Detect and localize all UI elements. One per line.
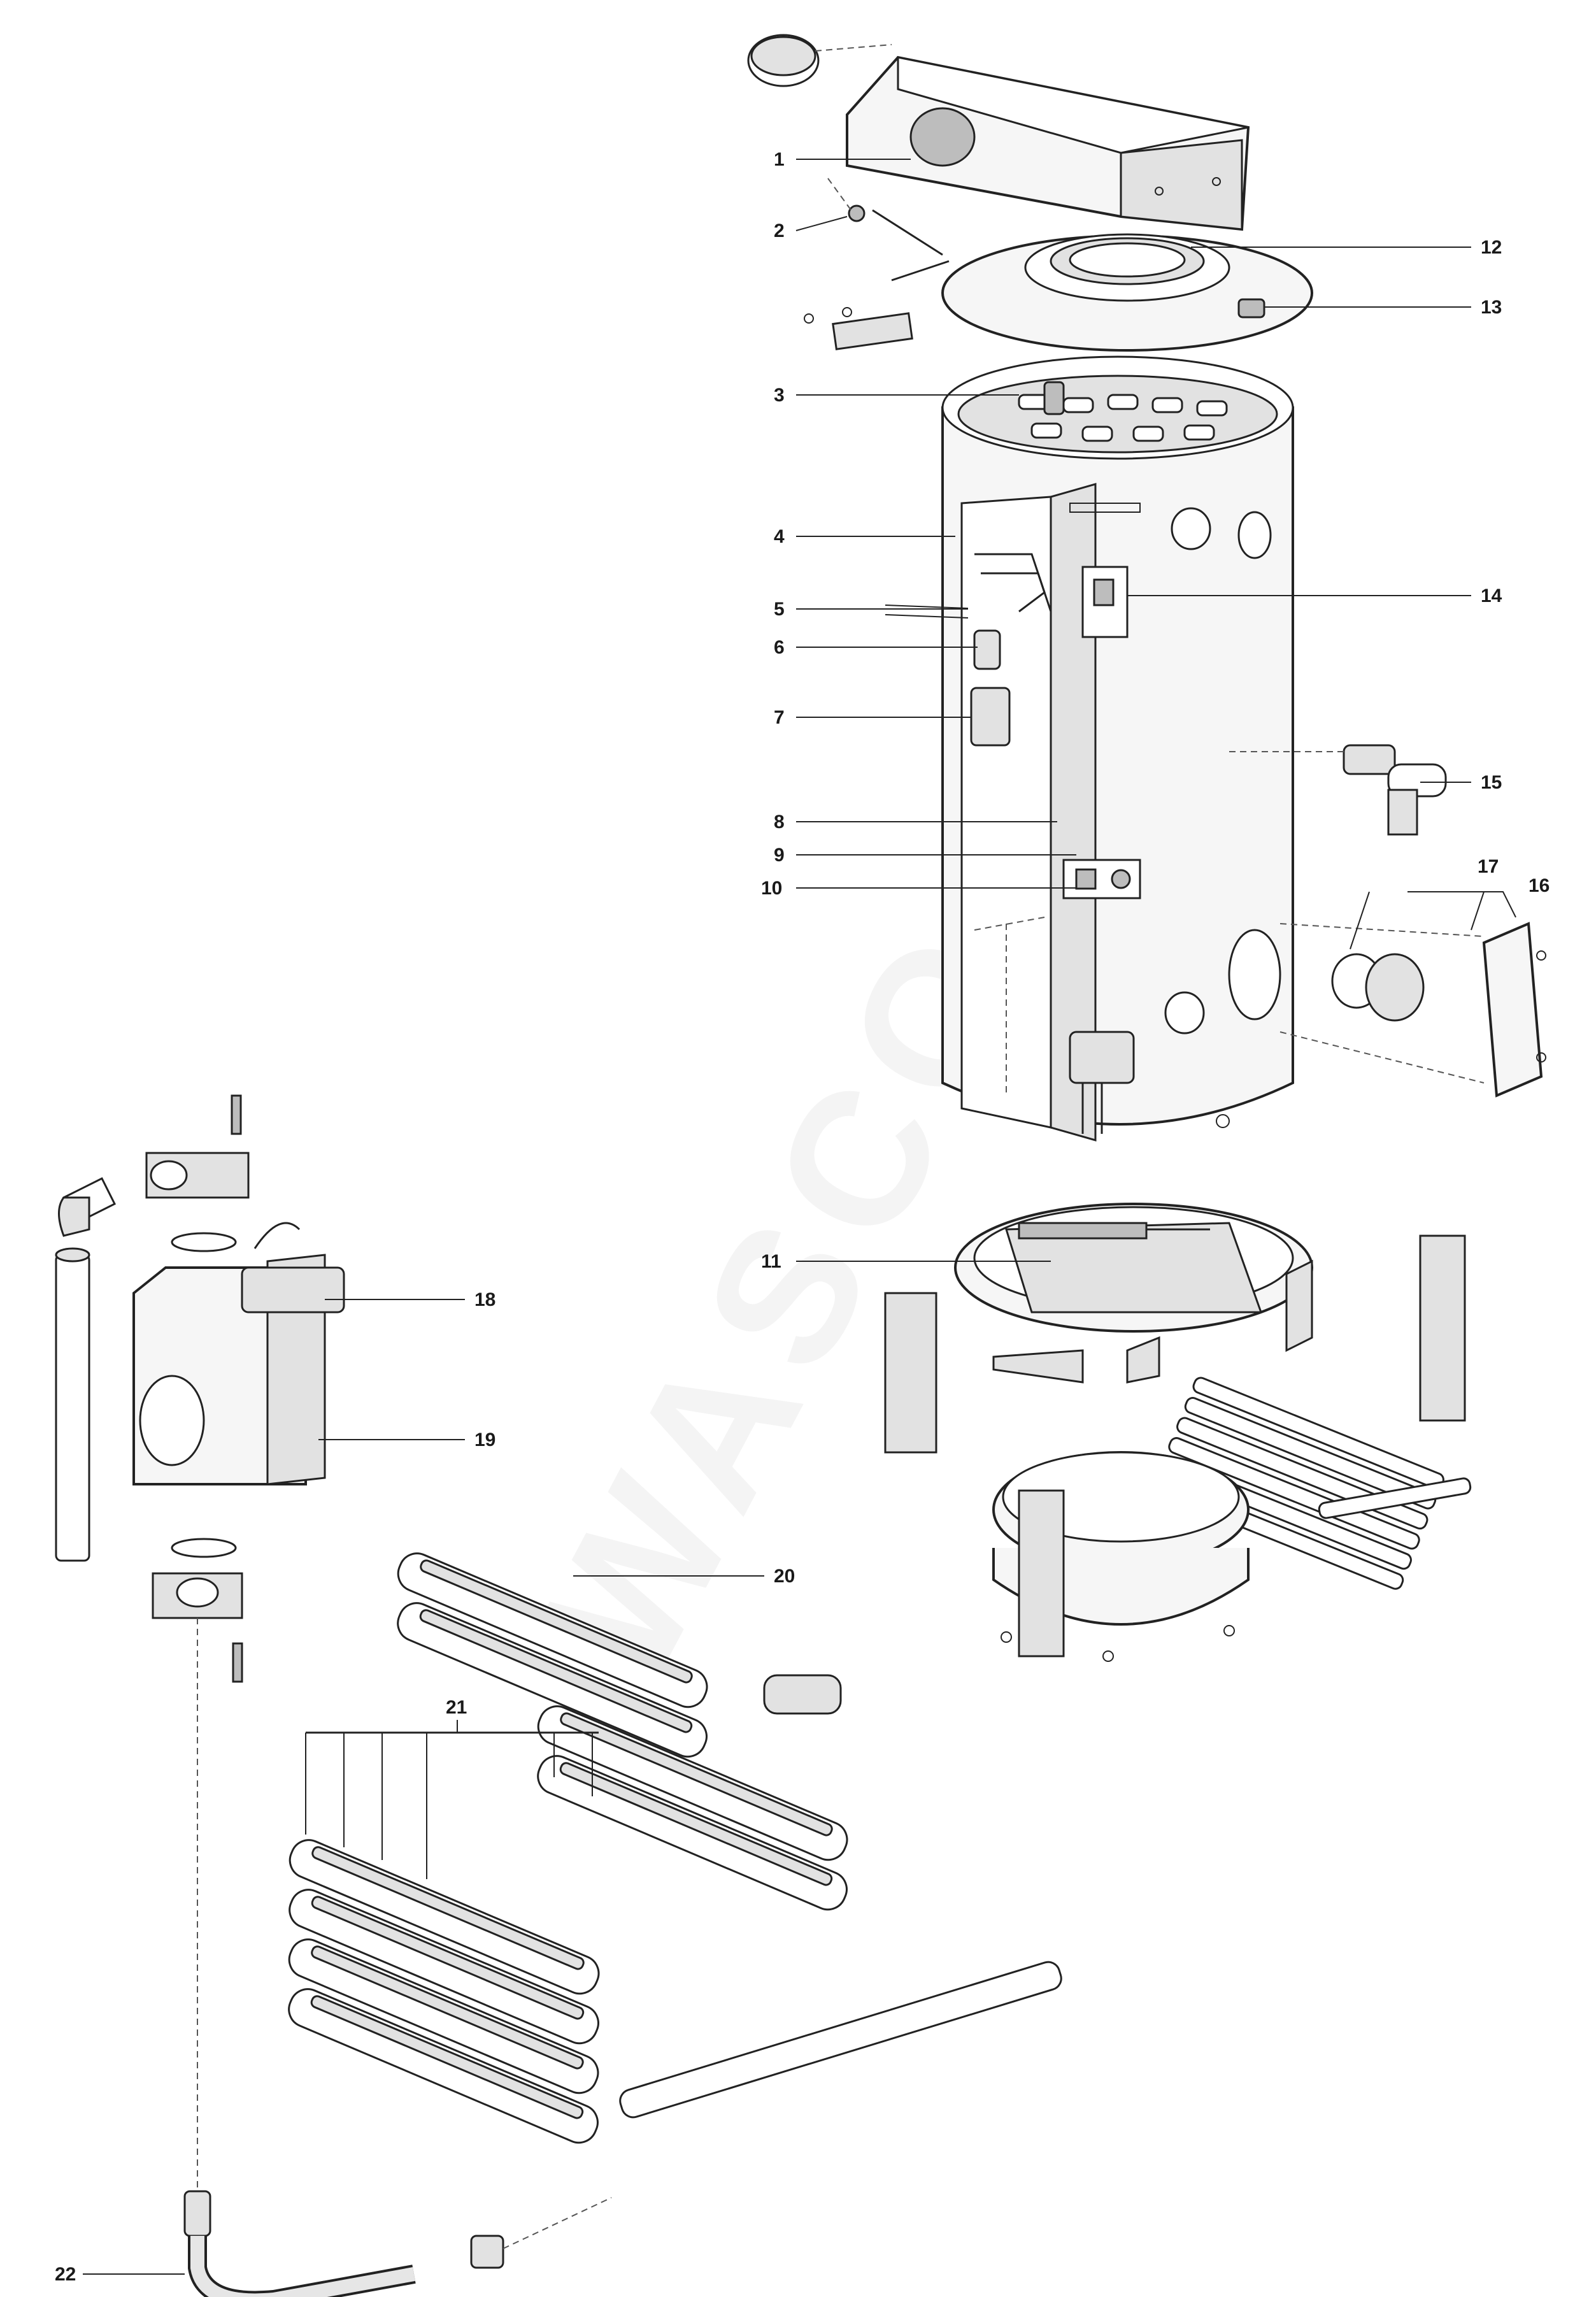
callout-22: 22 xyxy=(55,2264,76,2285)
callout-6: 6 xyxy=(774,637,785,658)
flexible-gas-hose xyxy=(183,2190,612,2297)
combustion-chamber xyxy=(954,1203,1313,1333)
callout-15: 15 xyxy=(1481,772,1502,793)
callout-21: 21 xyxy=(446,1697,467,1718)
top-plate xyxy=(804,233,1313,352)
callout-20: 20 xyxy=(774,1566,795,1587)
callout-14: 14 xyxy=(1481,585,1502,606)
flue-baffles xyxy=(1018,381,1228,442)
callout-1: 1 xyxy=(774,149,785,170)
callout-9: 9 xyxy=(774,845,785,866)
gas-valve-assembly xyxy=(55,1094,345,2229)
callout-3: 3 xyxy=(774,385,785,406)
relief-valve xyxy=(1229,744,1447,836)
callout-10: 10 xyxy=(761,878,783,899)
callout-19: 19 xyxy=(474,1429,496,1450)
callout-12: 12 xyxy=(1481,237,1502,258)
cleanout-cover xyxy=(1279,922,1546,1098)
callout-7: 7 xyxy=(774,707,785,728)
water-heater-tank xyxy=(885,355,1294,1141)
callout-4: 4 xyxy=(774,526,785,547)
callout-2: 2 xyxy=(774,220,785,241)
leader-lines xyxy=(83,159,1516,2275)
callout-11: 11 xyxy=(761,1251,781,1272)
callout-16: 16 xyxy=(1528,875,1550,896)
draft-hood-assembly xyxy=(747,34,1250,282)
callout-17: 17 xyxy=(1478,856,1499,877)
base-pan xyxy=(992,1451,1250,1662)
callout-18: 18 xyxy=(474,1289,496,1310)
callout-13: 13 xyxy=(1481,297,1502,318)
main-burner-tubes xyxy=(288,1552,1062,2144)
callout-8: 8 xyxy=(774,812,785,833)
callout-5: 5 xyxy=(774,599,785,620)
